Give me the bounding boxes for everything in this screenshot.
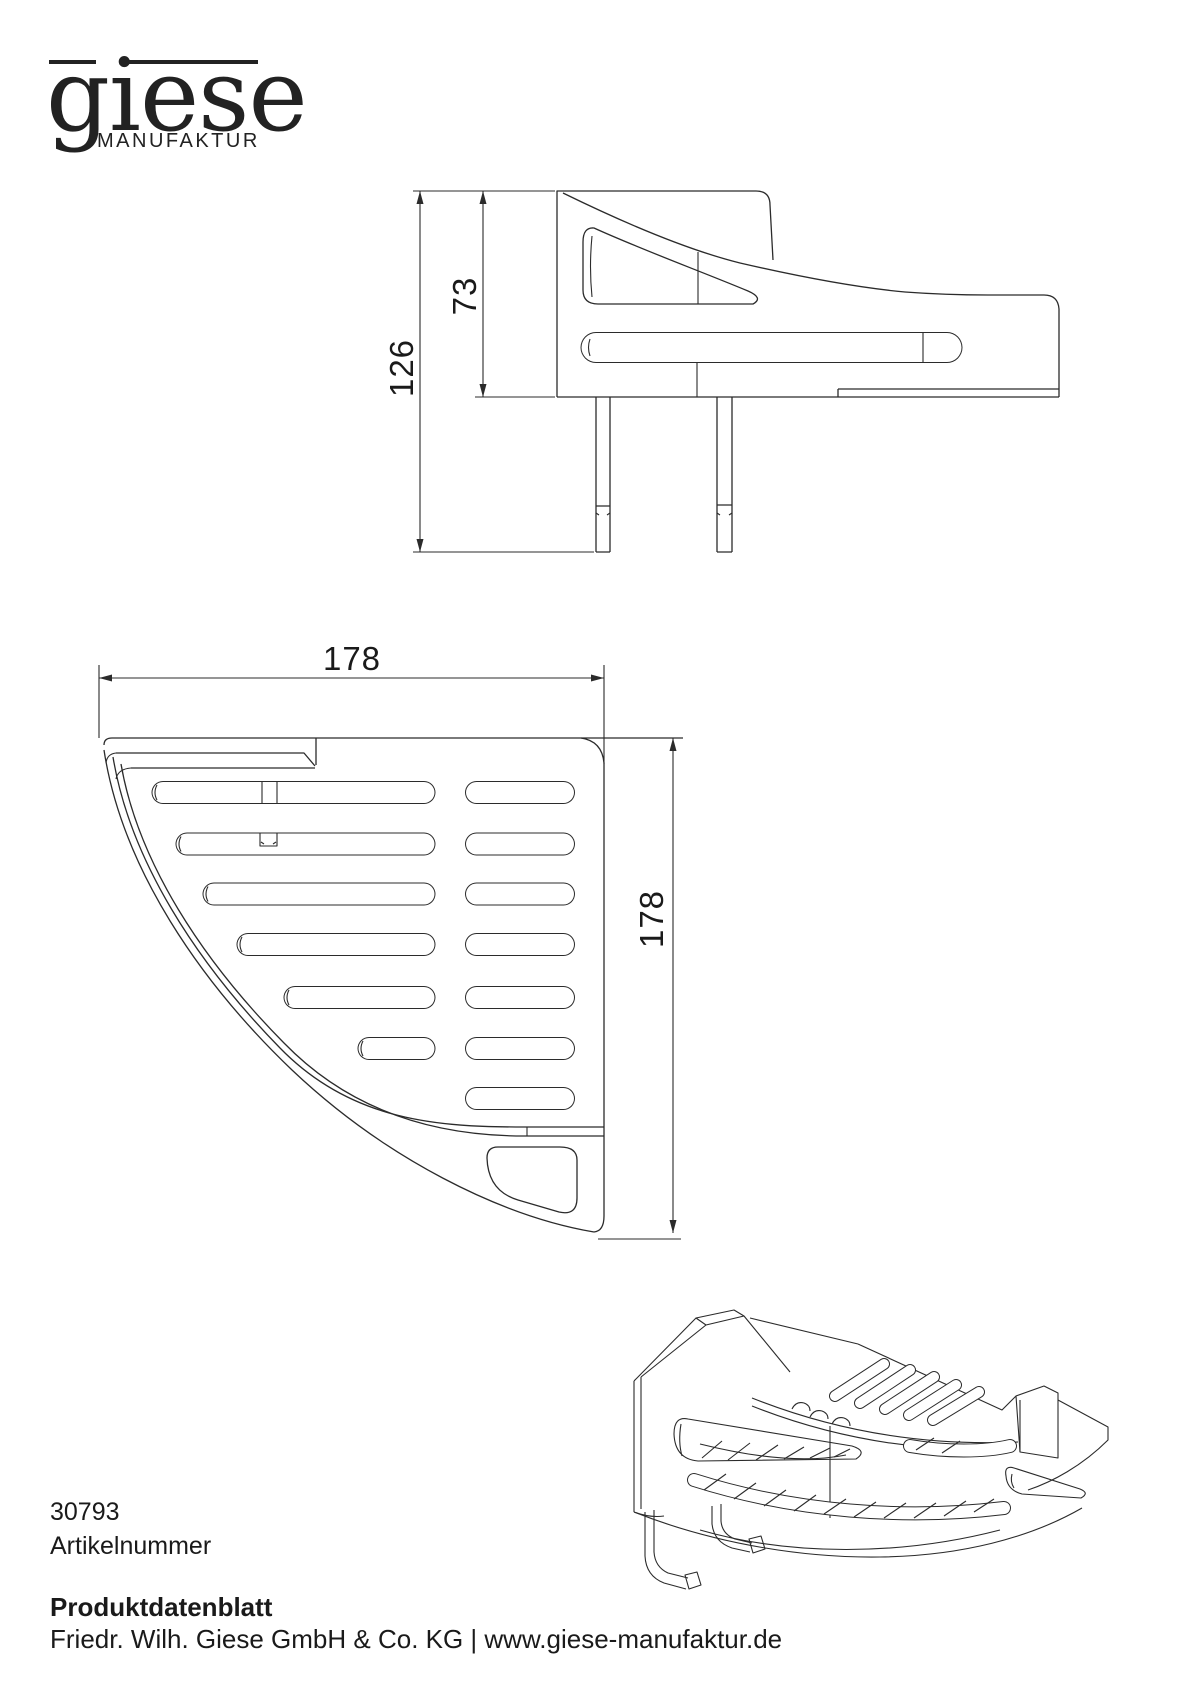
perspective-view-drawing — [633, 1309, 1109, 1590]
side-view-hooks — [595, 397, 733, 553]
top-dimension-depth — [598, 738, 681, 1240]
logo-subtitle: MANUFAKTUR — [97, 130, 260, 152]
company-info-line: Friedr. Wilh. Giese GmbH & Co. KG | www.… — [50, 1624, 783, 1654]
top-view-drawing — [98, 665, 683, 1240]
top-view-right-slots — [465, 781, 575, 1110]
side-view-drawing — [413, 190, 1060, 553]
side-dimension-73 — [475, 191, 555, 398]
dimension-label-bracket-height: 73 — [446, 276, 483, 316]
article-number: 30793 — [50, 1498, 120, 1526]
top-view-left-slots — [151, 781, 436, 1060]
article-number-label: Artikelnummer — [50, 1532, 212, 1560]
top-dimension-width — [98, 665, 605, 764]
side-dimension-126 — [413, 190, 594, 553]
logo-rule-right-segment — [121, 60, 258, 64]
dimension-label-width: 178 — [322, 640, 382, 677]
logo-rule-left-segment — [49, 60, 96, 64]
dimension-label-total-height: 126 — [383, 338, 420, 398]
dimension-label-depth: 178 — [633, 889, 670, 949]
document-title: Produktdatenblatt — [50, 1592, 273, 1622]
perspective-corner-tab — [1005, 1385, 1109, 1499]
perspective-hooks — [644, 1504, 766, 1590]
perspective-shelf-slots — [791, 1358, 985, 1427]
